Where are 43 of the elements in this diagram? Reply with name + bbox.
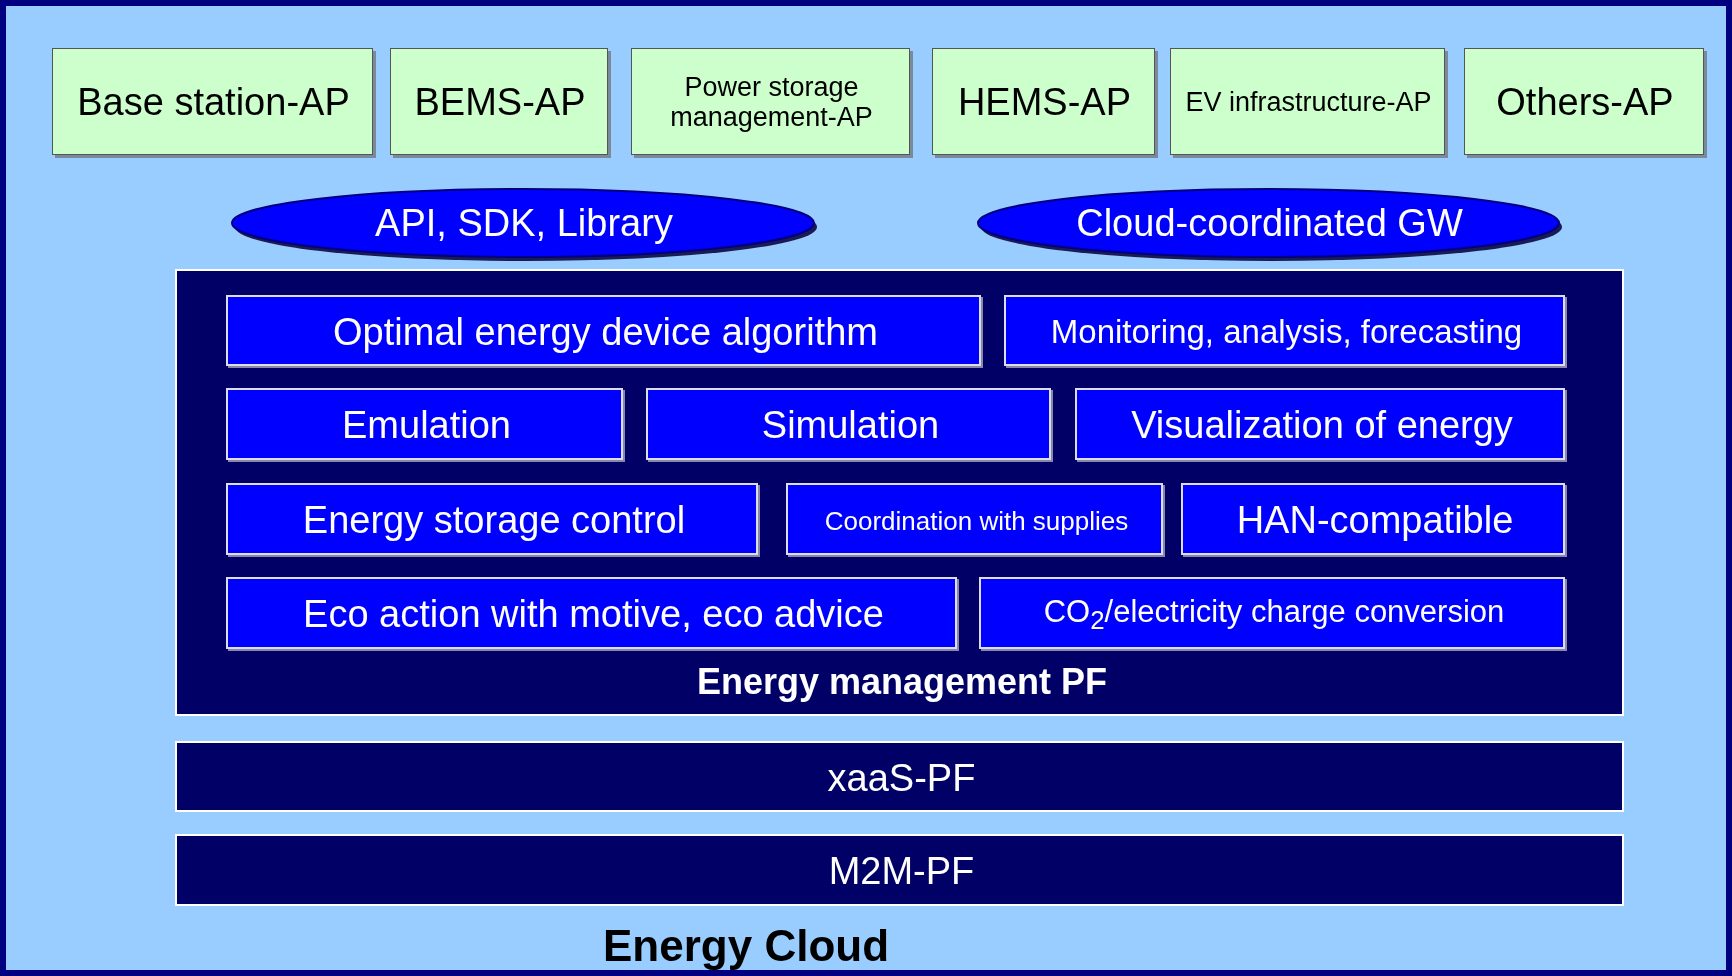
interface-ellipse	[976, 186, 1563, 262]
box-label: Cloud-coordinated GW	[1076, 203, 1463, 245]
interface-ellipse	[230, 186, 818, 262]
box-label: Base station-AP	[77, 81, 350, 124]
function-box	[226, 483, 758, 555]
box-label: Emulation	[342, 405, 511, 447]
box-label: Others-AP	[1496, 81, 1674, 124]
box-label: Eco action with motive, eco advice	[303, 594, 884, 636]
box-label: Simulation	[761, 405, 940, 447]
function-box	[1075, 388, 1565, 460]
platform-panel	[175, 269, 1624, 716]
box-label: HEMS-AP	[957, 81, 1132, 124]
platform-bar	[175, 741, 1624, 812]
box-label: xaaS-PF	[827, 757, 976, 800]
box-label: Optimal energy device algorithm	[333, 311, 878, 354]
function-box	[979, 577, 1565, 649]
box-label: Power storage management-AP	[669, 72, 874, 133]
panel-title: Energy management PF	[696, 662, 1108, 702]
function-box	[1181, 483, 1565, 555]
application-box	[631, 48, 910, 155]
function-box	[646, 388, 1051, 460]
box-label: Coordination with supplies	[824, 506, 1129, 536]
platform-bar	[175, 834, 1624, 906]
panel-title: Energy Cloud	[603, 921, 889, 971]
box-label: HAN-compatible	[1236, 500, 1514, 542]
box-label: Monitoring, analysis, forecasting	[1050, 314, 1523, 351]
application-box	[1170, 48, 1445, 155]
box-label: Energy storage control	[302, 500, 686, 542]
function-box	[226, 388, 623, 460]
box-label: Visualization of energy	[1131, 405, 1513, 447]
box-label: EV infrastructure-AP	[1185, 87, 1432, 118]
application-box	[52, 48, 373, 155]
application-box	[932, 48, 1155, 155]
box-label: M2M-PF	[828, 851, 975, 893]
application-box	[390, 48, 608, 155]
application-box	[1464, 48, 1704, 155]
function-box	[1004, 295, 1565, 366]
function-box	[226, 577, 957, 649]
box-label: API, SDK, Library	[375, 203, 673, 245]
box-label: BEMS-AP	[414, 81, 586, 124]
box-label: CO$_{2}$/electricity charge conversion	[1043, 595, 1505, 635]
function-box	[786, 483, 1163, 555]
function-box	[226, 295, 981, 366]
